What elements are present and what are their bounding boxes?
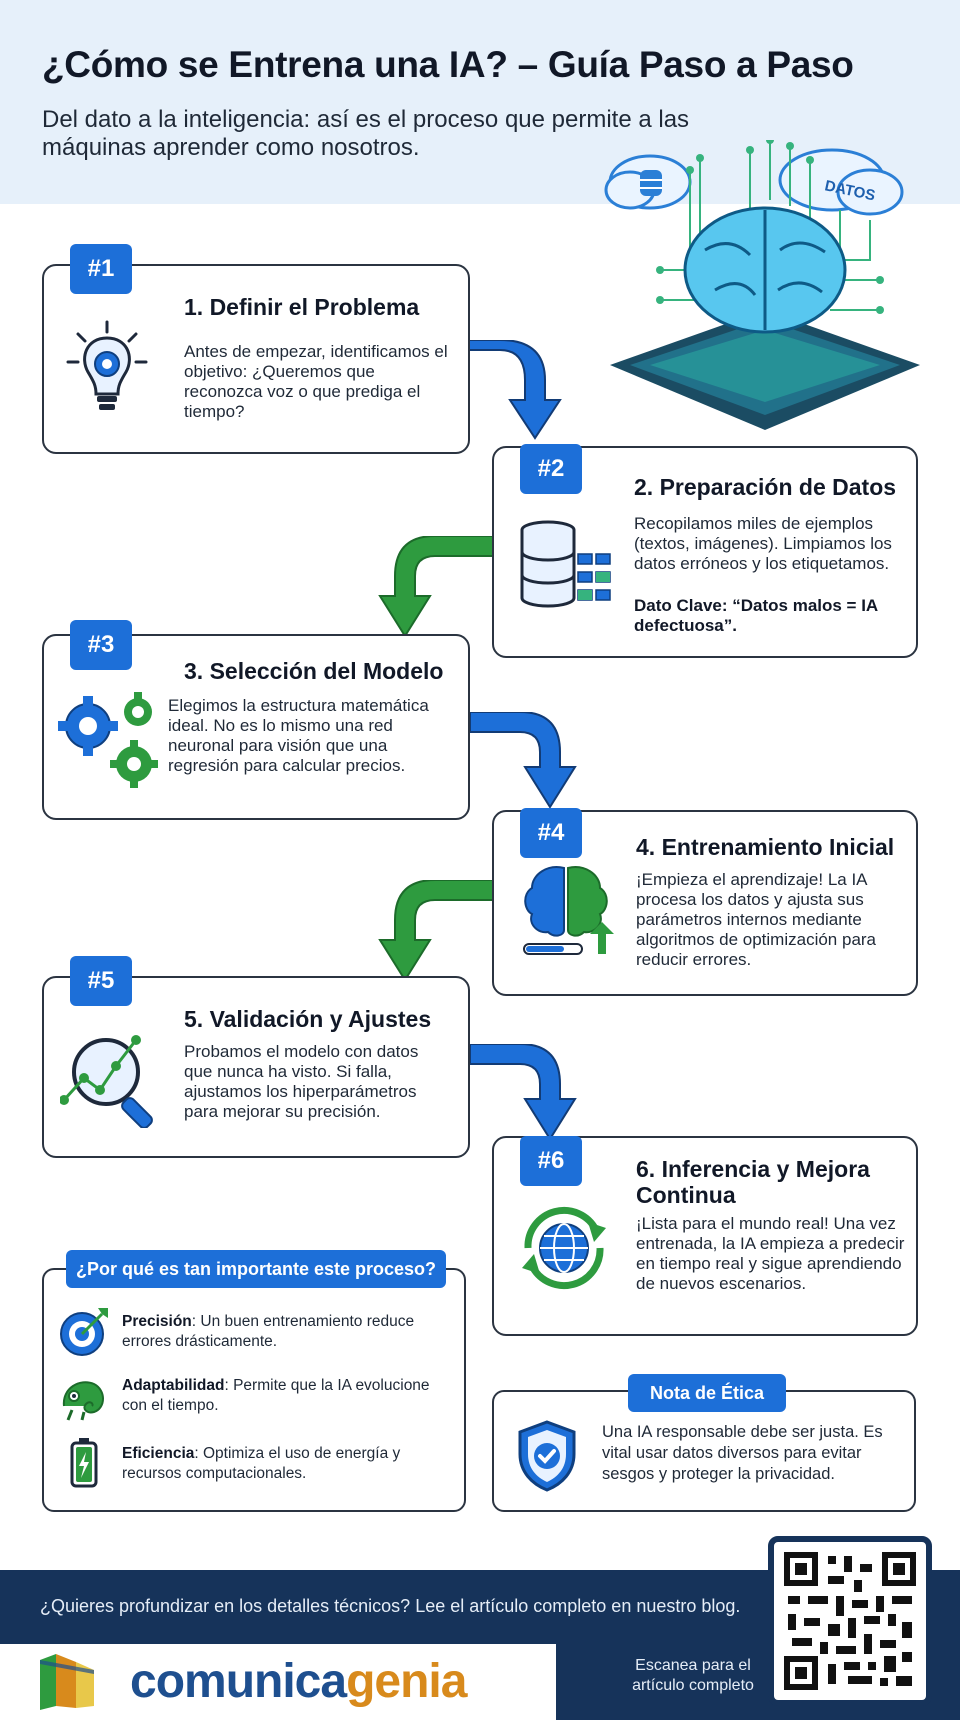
- why-item-1: Precisión: Un buen entrenamiento reduce …: [122, 1313, 415, 1350]
- shield-check-icon: [518, 1420, 576, 1492]
- why-title: ¿Por qué es tan importante este proceso?: [66, 1250, 446, 1288]
- step-badge-6: #6: [520, 1136, 582, 1186]
- chameleon-icon: [62, 1381, 104, 1421]
- scan-label: Escanea para el artículo completo: [632, 1657, 754, 1694]
- footer-cta[interactable]: ¿Quieres profundizar en los detalles téc…: [40, 1596, 741, 1616]
- step-body-2: Recopilamos miles de ejemplos (textos, i…: [634, 514, 892, 573]
- step-title-3: 3. Selección del Modelo: [184, 658, 444, 684]
- step-card-1: [42, 264, 470, 454]
- page-subtitle: Del dato a la inteligencia: así es el pr…: [42, 106, 690, 161]
- brain-progress-icon: [523, 866, 614, 955]
- step-title-6: 6. Inferencia y Mejora Continua: [636, 1156, 870, 1208]
- step-body-3: Elegimos la estructura matemática ideal.…: [168, 696, 429, 775]
- step-badge-5: #5: [70, 956, 132, 1006]
- step-body-6: ¡Lista para el mundo real! Una vez entre…: [636, 1214, 905, 1293]
- qr-code-icon: [784, 1552, 916, 1690]
- step-title-4: 4. Entrenamiento Inicial: [636, 834, 895, 860]
- step-title-1: 1. Definir el Problema: [184, 294, 420, 320]
- why-item-3: Eficiencia: Optimiza el uso de energía y…: [122, 1445, 401, 1482]
- magnifier-chart-icon: [60, 1035, 153, 1128]
- page-title: ¿Cómo se Entrena una IA? – Guía Paso a P…: [42, 44, 854, 85]
- lightbulb-gear-icon: [66, 320, 148, 410]
- step-key-2: Dato Clave: “Datos malos = IA defectuosa…: [634, 596, 878, 635]
- why-item-2: Adaptabilidad: Permite que la IA evoluci…: [122, 1377, 430, 1414]
- globe-cycle-icon: [522, 1206, 606, 1290]
- battery-icon: [70, 1438, 98, 1488]
- step-badge-2: #2: [520, 444, 582, 494]
- arrow-1-to-2: [430, 340, 562, 440]
- ethics-text: Una IA responsable debe ser justa. Es vi…: [602, 1423, 883, 1483]
- arrow-2-to-3: [378, 536, 495, 638]
- gears-icon: [58, 692, 158, 788]
- cloud-database-icon: [604, 154, 692, 210]
- arrow-3-to-4: [470, 712, 577, 809]
- step-title-2: 2. Preparación de Datos: [634, 474, 897, 500]
- target-icon: [60, 1308, 108, 1356]
- step-badge-4: #4: [520, 808, 582, 858]
- arrow-4-to-5: [378, 880, 495, 982]
- ethics-title: Nota de Ética: [628, 1374, 786, 1412]
- step-body-5: Probamos el modelo con datos que nunca h…: [184, 1042, 419, 1121]
- brand-logo-icon: [40, 1654, 94, 1710]
- step-title-5: 5. Validación y Ajustes: [184, 1006, 432, 1032]
- database-icon: [520, 520, 611, 608]
- step-body-4: ¡Empieza el aprendizaje! La IA procesa l…: [636, 870, 877, 969]
- brand-name: comunicagenia: [130, 1655, 467, 1708]
- step-badge-1: #1: [70, 244, 132, 294]
- why-card: [42, 1268, 466, 1512]
- step-body-1: Antes de empezar, identificamos el objet…: [184, 342, 448, 421]
- qr-code[interactable]: [768, 1536, 932, 1706]
- arrow-5-to-6: [470, 1044, 577, 1141]
- ai-brain-illustration: DATOS: [604, 140, 920, 430]
- cloud-datos-icon: DATOS: [778, 148, 904, 216]
- step-badge-3: #3: [70, 620, 132, 670]
